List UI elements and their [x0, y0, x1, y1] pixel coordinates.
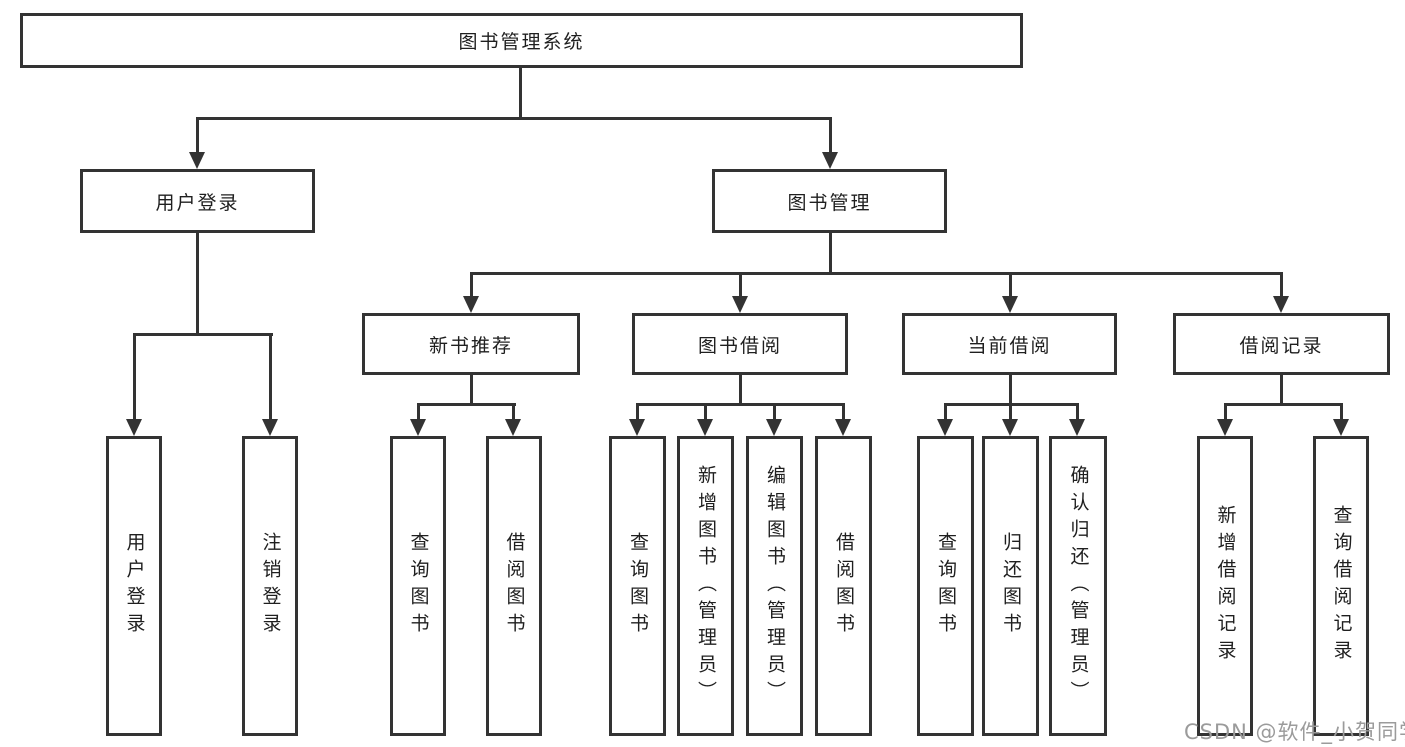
connector-root-stem [519, 68, 522, 118]
leaf-add-borrow-record-label: 新增借阅记录 [1214, 505, 1237, 667]
leaf-return-books-label: 归还图书 [999, 532, 1022, 640]
arrowhead-leaf [1002, 419, 1018, 436]
leaf-borrow-books-recommend: 借阅图书 [486, 436, 542, 736]
leaf-query-borrow-record-label: 查询借阅记录 [1330, 505, 1353, 667]
leaf-confirm-return-admin: 确认归还（管理员） [1049, 436, 1107, 736]
arrowhead-leaf [937, 419, 953, 436]
leaf-add-books-admin: 新增图书（管理员） [677, 436, 734, 736]
leaf-query-books-borrow: 查询图书 [609, 436, 666, 736]
leaf-query-books-borrow-label: 查询图书 [626, 532, 649, 640]
leaf-query-books-recommend-label: 查询图书 [407, 532, 430, 640]
node-book-management-label: 图书管理 [787, 191, 872, 214]
leaf-borrow-books-recommend-label: 借阅图书 [503, 532, 526, 640]
leaf-add-books-admin-label: 新增图书（管理员） [694, 464, 717, 708]
node-user-login-label: 用户登录 [155, 191, 240, 214]
node-new-book-recommend: 新书推荐 [362, 313, 580, 375]
arrowhead-leaf [1333, 419, 1349, 436]
connector-new-books-bus [417, 403, 516, 406]
connector-drop-leaf [1076, 403, 1079, 421]
connector-book-mgmt-stem [829, 232, 832, 274]
leaf-logout: 注销登录 [242, 436, 298, 736]
node-book-borrow-label: 图书借阅 [697, 334, 782, 357]
node-root-label: 图书管理系统 [458, 31, 585, 53]
arrowhead-user-login [189, 152, 205, 169]
arrowhead-leaf [505, 419, 521, 436]
connector-borrow-records-bus [1224, 403, 1343, 406]
connector-drop-leaf-logout [269, 333, 272, 421]
arrowhead-leaf [629, 419, 645, 436]
leaf-return-books: 归还图书 [982, 436, 1039, 736]
arrowhead-leaf [835, 419, 851, 436]
leaf-borrow-books-label: 借阅图书 [832, 532, 855, 640]
leaf-query-borrow-record: 查询借阅记录 [1313, 436, 1369, 736]
connector-book-borrow-bus [636, 403, 845, 406]
leaf-edit-books-admin: 编辑图书（管理员） [746, 436, 803, 736]
arrowhead-leaf [1217, 419, 1233, 436]
leaf-edit-books-admin-label: 编辑图书（管理员） [763, 464, 786, 708]
connector-drop-user-login [196, 117, 199, 153]
connector-book-mgmt-bus [470, 272, 1282, 275]
connector-drop-leaf [704, 403, 707, 421]
arrowhead-leaf-logout [262, 419, 278, 436]
arrowhead-new-books [463, 296, 479, 313]
leaf-query-books-current-label: 查询图书 [934, 532, 957, 640]
connector-current-borrow-stem [1009, 375, 1012, 405]
node-book-borrow: 图书借阅 [632, 313, 848, 375]
node-book-management: 图书管理 [712, 169, 947, 233]
arrowhead-leaf [766, 419, 782, 436]
connector-user-login-stem [196, 233, 199, 335]
leaf-logout-label: 注销登录 [259, 532, 282, 640]
leaf-borrow-books: 借阅图书 [815, 436, 872, 736]
node-current-borrow: 当前借阅 [902, 313, 1117, 375]
arrowhead-book-borrow [732, 296, 748, 313]
connector-drop-leaf [1009, 403, 1012, 421]
connector-drop-book-mgmt [829, 117, 832, 153]
leaf-query-books-current: 查询图书 [917, 436, 974, 736]
leaf-user-login-label: 用户登录 [123, 532, 146, 640]
node-borrow-records-label: 借阅记录 [1239, 334, 1324, 357]
connector-drop-book-borrow [739, 272, 742, 298]
connector-drop-borrow-records [1280, 272, 1283, 298]
arrowhead-leaf-login [126, 419, 142, 436]
arrowhead-leaf [697, 419, 713, 436]
connector-drop-leaf [842, 403, 845, 421]
connector-drop-leaf [1340, 403, 1343, 421]
node-borrow-records: 借阅记录 [1173, 313, 1390, 375]
arrowhead-leaf [1069, 419, 1085, 436]
node-new-book-recommend-label: 新书推荐 [428, 334, 513, 357]
connector-drop-leaf-login [133, 333, 136, 421]
connector-borrow-records-stem [1280, 375, 1283, 405]
connector-drop-leaf [1224, 403, 1227, 421]
leaf-confirm-return-admin-label: 确认归还（管理员） [1067, 464, 1090, 708]
leaf-query-books-recommend: 查询图书 [390, 436, 446, 736]
arrowhead-book-mgmt [822, 152, 838, 169]
connector-drop-leaf [417, 403, 420, 421]
connector-user-login-bus [133, 333, 273, 336]
connector-drop-leaf [512, 403, 515, 421]
node-root: 图书管理系统 [20, 13, 1023, 68]
watermark: CSDN @软件_小贺同学 [1184, 720, 1405, 744]
node-current-borrow-label: 当前借阅 [967, 334, 1052, 357]
connector-drop-current-borrow [1009, 272, 1012, 298]
connector-new-books-stem [470, 375, 473, 405]
node-user-login: 用户登录 [80, 169, 315, 233]
arrowhead-current-borrow [1002, 296, 1018, 313]
connector-drop-new-books [470, 272, 473, 298]
connector-drop-leaf [773, 403, 776, 421]
connector-root-bus [196, 117, 832, 120]
arrowhead-leaf [410, 419, 426, 436]
leaf-user-login: 用户登录 [106, 436, 162, 736]
leaf-add-borrow-record: 新增借阅记录 [1197, 436, 1253, 736]
connector-book-borrow-stem [739, 375, 742, 405]
connector-drop-leaf [636, 403, 639, 421]
connector-drop-leaf [944, 403, 947, 421]
arrowhead-borrow-records [1273, 296, 1289, 313]
